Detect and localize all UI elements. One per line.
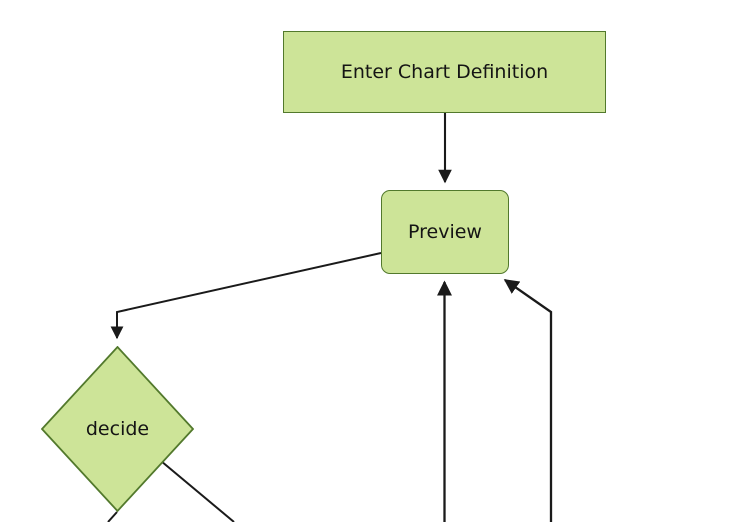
node-label-preview: Preview — [408, 220, 482, 243]
edge-decide-bottom-out — [107, 511, 118, 522]
node-preview[interactable]: Preview — [381, 190, 509, 274]
edge-preview-to-decide — [110, 252, 382, 340]
node-label-decide: decide — [85, 417, 150, 440]
decide-diamond-shape — [41, 346, 194, 512]
node-enter-chart-definition[interactable]: Enter Chart Definition — [283, 31, 606, 113]
node-label-enter-chart-definition: Enter Chart Definition — [340, 60, 549, 83]
edge-incoming-right-to-preview — [503, 279, 553, 522]
node-decide[interactable]: decide — [41, 346, 194, 512]
